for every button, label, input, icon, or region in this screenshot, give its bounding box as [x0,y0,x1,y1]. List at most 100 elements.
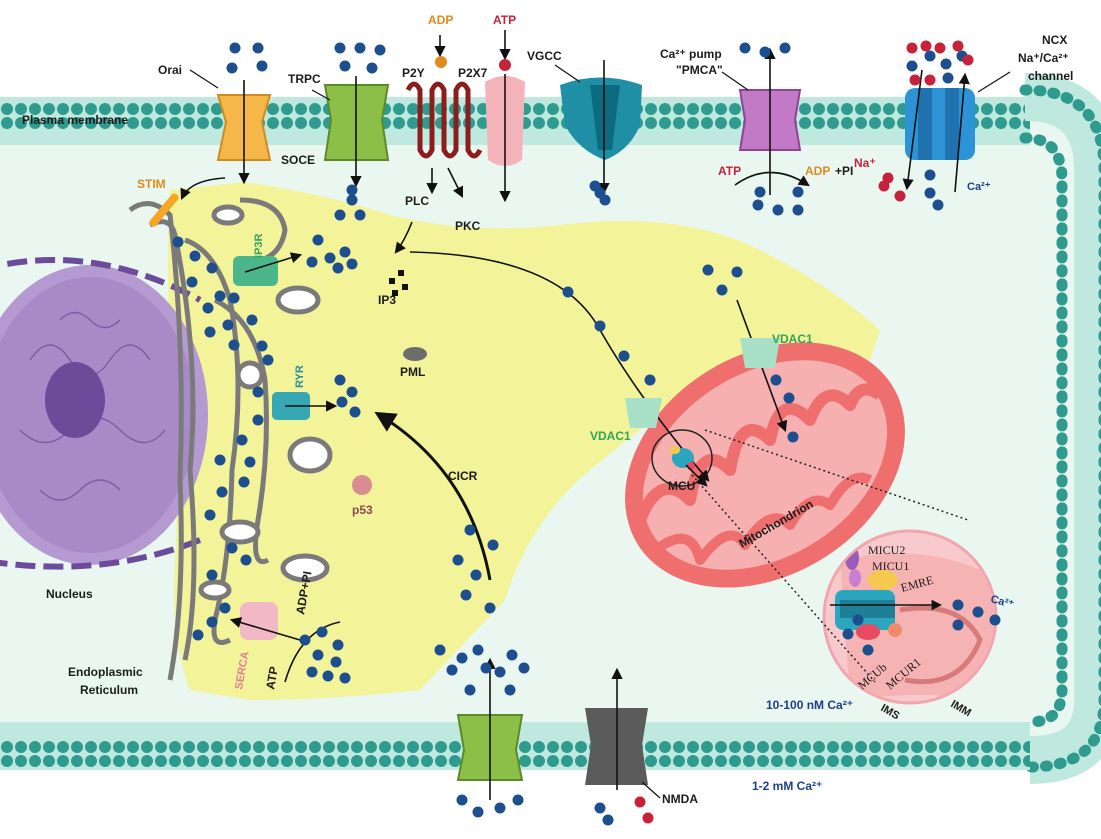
label-micu2: MICU2 [868,543,905,557]
calcium-ion [228,339,240,351]
ncx-exchanger [902,69,975,193]
calcium-ion [374,44,386,56]
label-adp-top: ADP [428,13,453,27]
cicr-arrow [374,411,492,581]
calcium-ion [942,72,954,84]
label-ip3: IP3 [378,293,396,307]
vgcc-channel [560,60,642,195]
calcium-ion [334,42,346,54]
calcium-ion [204,509,216,521]
calcium-ion [332,262,344,274]
calcium-ion [206,616,218,628]
calcium-ion [214,454,226,466]
label-pkc: PKC [455,219,481,233]
p2y-receptor [405,35,483,199]
label-ca2-right: Ca²⁺ [967,181,991,193]
calcium-ion [238,476,250,488]
calcium-ion [862,644,874,656]
calcium-ion [236,434,248,446]
calcium-ion [472,644,484,656]
label-pmca: "PMCA" [676,63,723,77]
calcium-ion [480,662,492,674]
label-vgcc: VGCC [527,49,562,63]
calcium-ion [464,684,476,696]
label-pump-adp: ADP [805,164,830,178]
zoom-connector-2 [691,474,876,683]
vdac1-top [740,338,780,368]
calcium-ion [189,250,201,262]
calcium-ion [494,802,506,814]
calcium-ion [252,42,264,54]
sodium-ion [878,180,890,192]
label-p2x7: P2X7 [458,66,488,80]
calcium-ion [770,374,782,386]
p53-protein [352,475,372,495]
label-pump-pi: +PI [835,164,853,178]
mitochondrion [625,342,905,588]
plc-to-ip3-arrow [394,221,413,254]
calcium-ion [932,199,944,211]
calcium-ion [772,204,784,216]
calcium-ion [487,539,499,551]
label-mcu: MCU [668,479,695,493]
calcium-ion [366,62,378,74]
calcium-ion [924,187,936,199]
label-atp-top: ATP [493,13,516,27]
mcu-zoom-inset [822,529,998,705]
label-serca-atp: ATP [263,665,281,690]
plasma-membrane-right [1019,73,1101,784]
calcium-ion [334,374,346,386]
sodium-ion [962,54,974,66]
calcium-ion [346,386,358,398]
ip3r-channel [233,252,303,286]
calcium-ion [354,209,366,221]
calcium-ion [952,619,964,631]
calcium-ion [752,199,764,211]
calcium-ion [924,169,936,181]
calcium-ion [506,649,518,661]
calcium-ion [731,266,743,278]
label-ryr: RYR [294,365,306,388]
calcium-ion [339,60,351,72]
er-cytosol-region [167,182,880,700]
mcu-highlight-ring [651,429,713,487]
label-ca-pump: Ca²⁺ pump [660,47,722,61]
calcium-ion [518,662,530,674]
calcium-ion [332,639,344,651]
p2x7-channel [485,30,525,203]
stim-protein [149,193,179,227]
label-plc: PLC [405,194,429,208]
calcium-ion [324,252,336,264]
calcium-ion [456,794,468,806]
label-p53: p53 [352,503,373,517]
calcium-ion [339,672,351,684]
label-na-plus: Na⁺ [854,156,876,170]
calcium-ion [972,606,984,618]
calcium-ion [464,524,476,536]
ip3-molecules [389,270,408,296]
label-extra-conc: 1-2 mM Ca²⁺ [752,779,822,793]
calcium-ion [262,354,274,366]
label-orai: Orai [158,63,182,77]
calcium-ion [244,456,256,468]
calcium-ion [336,396,348,408]
calcium-ion [456,652,468,664]
calcium-ion [349,406,361,418]
ryr-channel [272,392,338,420]
calcium-ion [952,599,964,611]
calcium-ion [186,276,198,288]
sodium-ion [634,796,646,808]
calcium-ion [346,184,358,196]
sodium-ion [909,74,921,86]
calcium-ion [446,664,458,676]
calcium-ion [562,286,574,298]
calcium-ion [229,42,241,54]
label-pml: PML [400,365,425,379]
calcium-ion [494,666,506,678]
calcium-ion [246,314,258,326]
label-vdac1-left: VDAC1 [590,429,631,443]
sodium-ions [634,40,974,824]
calcium-ion [226,542,238,554]
calcium-ion [504,684,516,696]
